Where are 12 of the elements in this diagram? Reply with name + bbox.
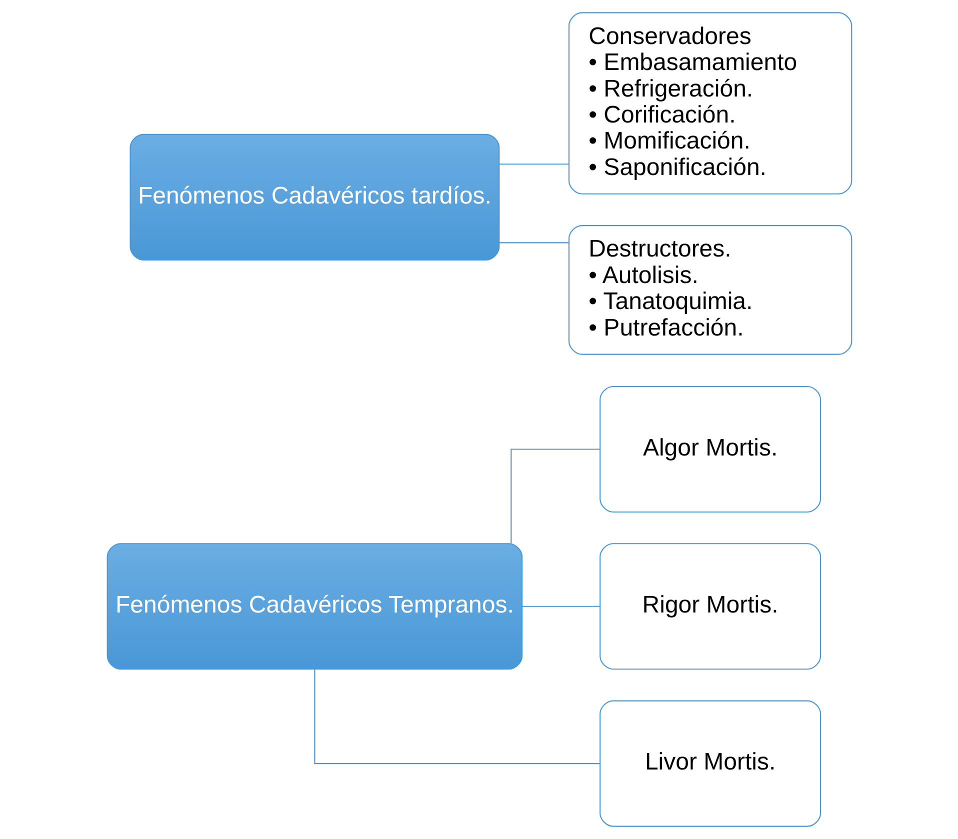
node-box: Rigor Mortis. — [599, 543, 821, 670]
node-box: Fenómenos Cadavéricos tardíos. — [129, 134, 500, 260]
connector — [510, 448, 600, 544]
node-box: Livor Mortis. — [599, 700, 821, 827]
node-box: Fenómenos Cadavéricos Tempranos. — [106, 543, 522, 670]
node-box: Destructores. • Autolisis. • Tanatoquimia. • Putrefacción. — [568, 224, 852, 355]
connector — [522, 606, 600, 607]
node-box: Algor Mortis. — [599, 386, 821, 513]
connector — [498, 164, 568, 165]
connector — [314, 669, 600, 764]
connector — [498, 242, 568, 244]
node-box: Conservadores • Embasamamiento • Refrigeración. • Corificación. • Momificación. • Saponificación. — [568, 12, 852, 194]
